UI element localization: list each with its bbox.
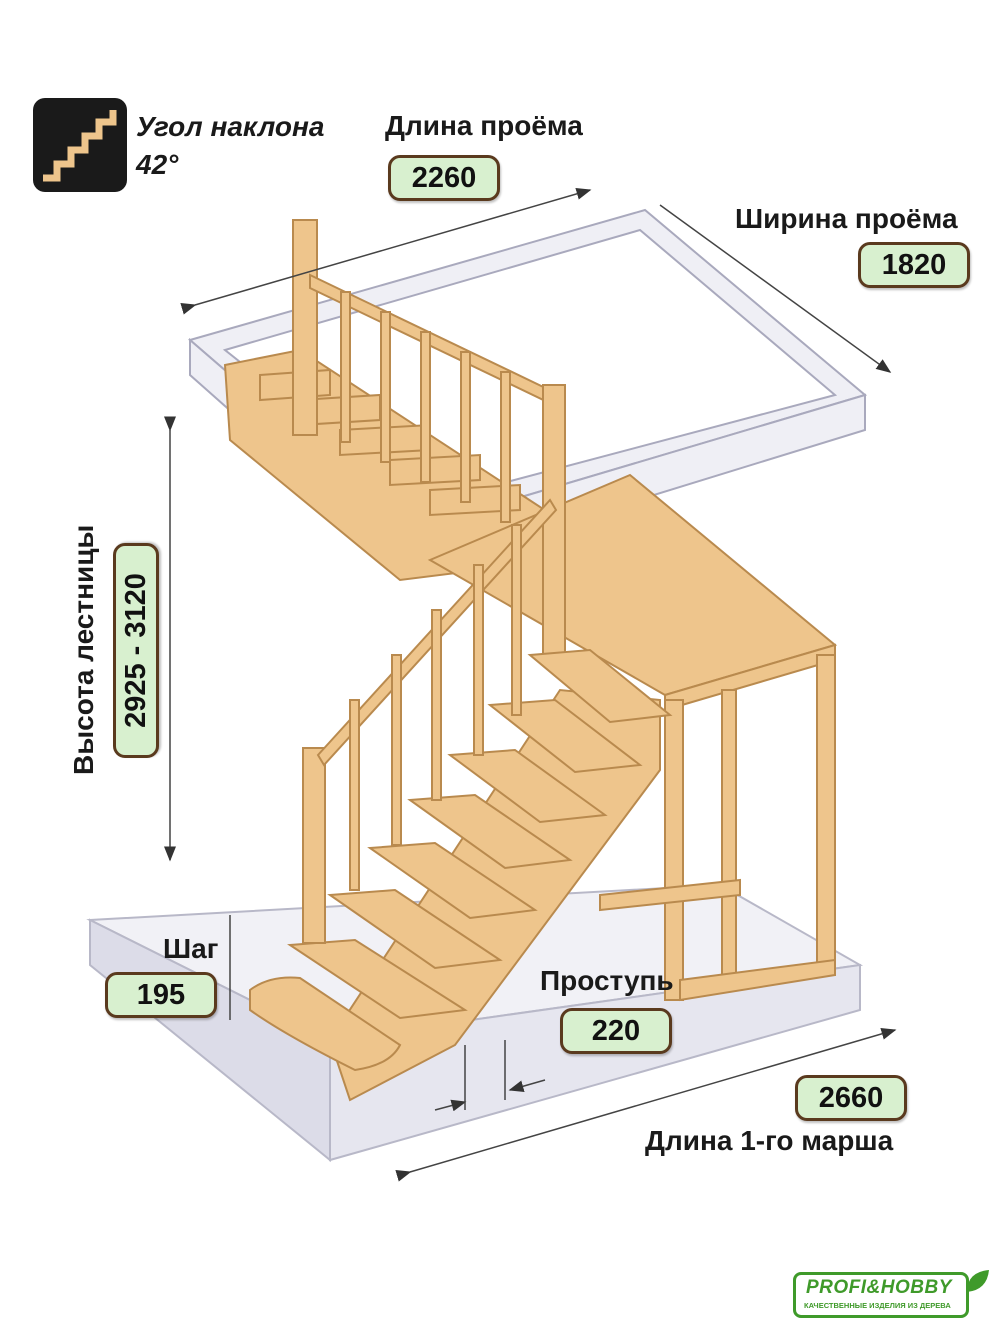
angle-title: Угол наклона [136, 111, 325, 142]
tread-value: 220 [560, 1008, 672, 1054]
lower-railing [302, 498, 558, 944]
stair-height-value: 2925 - 3120 [113, 543, 159, 758]
stair-height-label: Высота лестницы [68, 524, 99, 775]
lower-flight [249, 648, 673, 1102]
opening-width-label: Ширина проёма [735, 203, 958, 234]
tread-label: Проступь [540, 965, 674, 996]
first-flight-value: 2660 [795, 1075, 907, 1121]
leaf-icon [967, 1270, 989, 1292]
step-label: Шаг [163, 933, 219, 964]
logo-tagline: КАЧЕСТВЕННЫЕ ИЗДЕЛИЯ ИЗ ДЕРЕВА [804, 1301, 951, 1310]
opening-length-value: 2260 [388, 155, 500, 201]
angle-label: Угол наклона 42° [136, 108, 324, 184]
angle-value: 42° [136, 149, 179, 180]
opening-width-value: 1820 [858, 242, 970, 288]
opening-length-label: Длина проёма [385, 110, 583, 141]
first-flight-label: Длина 1-го марша [645, 1125, 894, 1156]
brand-logo: PROFI&HOBBY КАЧЕСТВЕННЫЕ ИЗДЕЛИЯ ИЗ ДЕРЕ… [793, 1266, 993, 1324]
step-value: 195 [105, 972, 217, 1018]
logo-title: PROFI&HOBBY [806, 1277, 952, 1298]
dimension-lines [164, 188, 897, 1182]
stairs-icon [33, 98, 127, 192]
